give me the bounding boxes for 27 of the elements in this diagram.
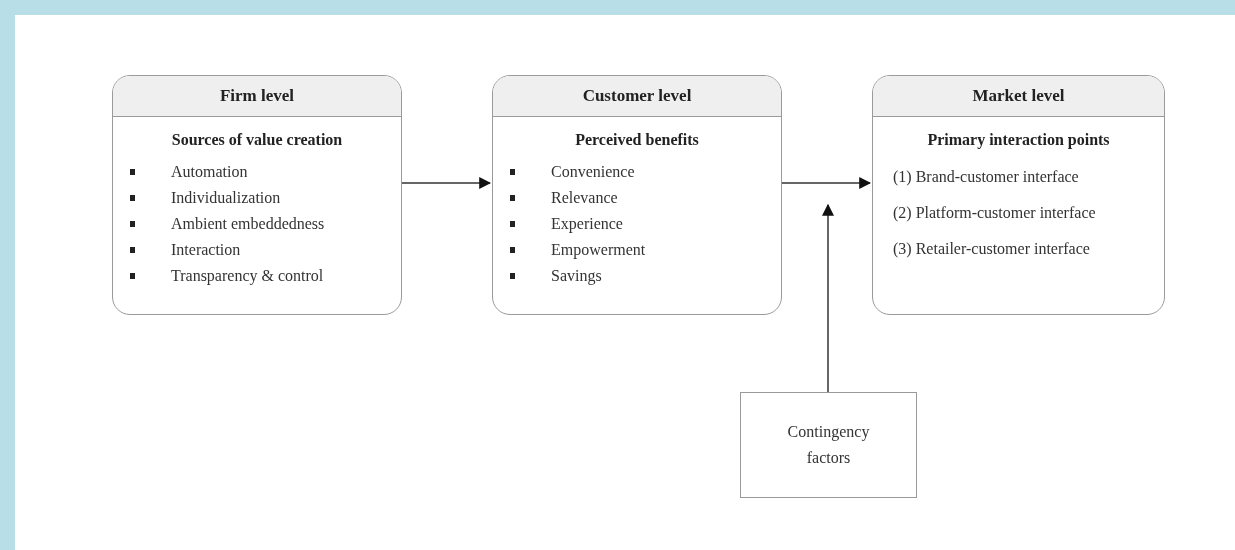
level-card xyxy=(872,75,1165,315)
list-item: (2) Platform-customer interface xyxy=(893,204,1096,222)
list-item: Transparency & control xyxy=(171,267,324,285)
arrow xyxy=(822,203,834,393)
arrow xyxy=(781,177,872,189)
section-heading: Sources of value creation xyxy=(170,131,344,149)
list-item: Interaction xyxy=(171,241,241,259)
list-item: Ambient embeddedness xyxy=(171,215,325,233)
process-box xyxy=(740,392,917,498)
section-heading: Perceived benefits xyxy=(574,131,700,149)
list-item: Experience xyxy=(551,215,623,233)
list-item: Automation xyxy=(171,163,248,181)
list-item: (3) Retailer-customer interface xyxy=(893,240,1090,258)
card-header: Customer level xyxy=(493,76,781,117)
list-item: Empowerment xyxy=(551,241,646,259)
list-item: (1) Brand-customer interface xyxy=(893,168,1079,186)
list-item: Relevance xyxy=(551,189,618,207)
list-item: Convenience xyxy=(551,163,635,181)
level-card xyxy=(492,75,782,315)
list-item: Savings xyxy=(551,267,602,285)
arrow xyxy=(401,177,492,189)
level-card xyxy=(112,75,402,315)
box-label: Contingency factors xyxy=(786,422,871,468)
list-item: Individualization xyxy=(171,189,281,207)
card-header: Market level xyxy=(873,76,1164,117)
section-heading: Primary interaction points xyxy=(926,131,1111,149)
card-header: Firm level xyxy=(113,76,401,117)
